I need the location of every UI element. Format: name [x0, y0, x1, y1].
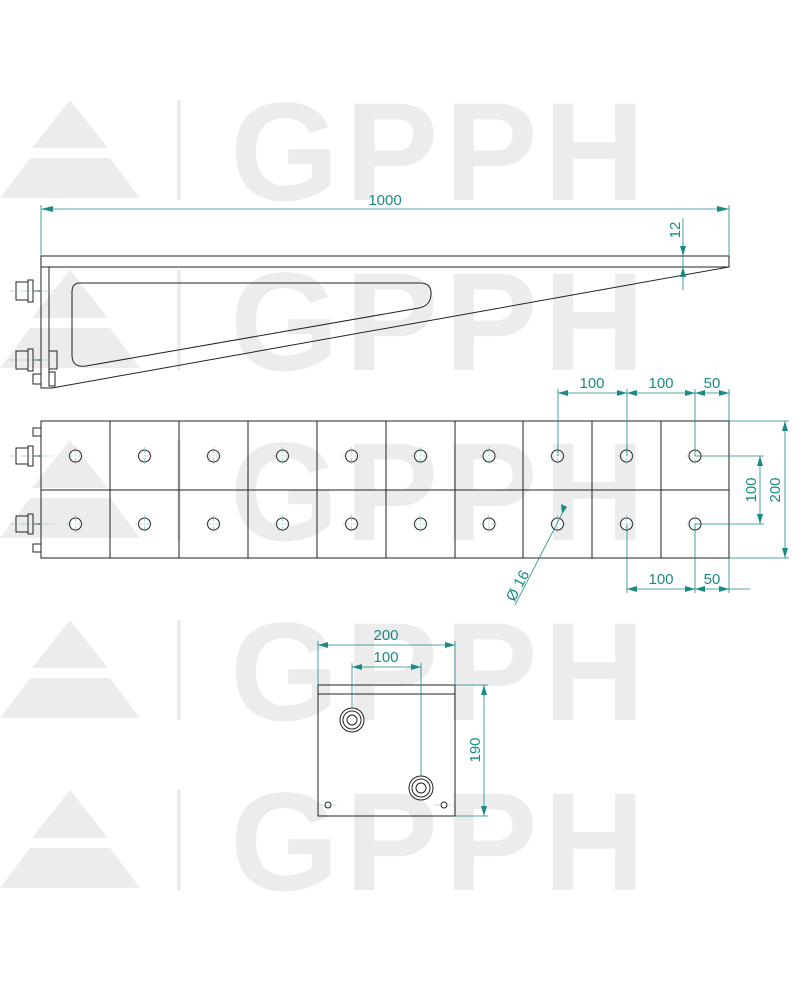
dimension-top-1: 100 — [579, 375, 604, 392]
dimension-thickness-label: 12 — [667, 222, 684, 239]
watermark-text: GPPH — [230, 73, 651, 230]
bolt-hole-icon — [273, 447, 292, 465]
hole-diameter-leader — [514, 505, 567, 606]
bolt-hole-icon — [273, 515, 292, 533]
end-view: 200 100 190 — [317, 627, 488, 817]
dimension-width: 200 — [767, 477, 784, 502]
bolt-hole-icon — [204, 515, 223, 533]
bracket-outline — [40, 255, 730, 389]
lightening-slot — [71, 282, 432, 367]
dimension-top-2: 100 — [648, 375, 673, 392]
bolt-hole-icon — [135, 515, 154, 533]
dimension-top-3: 50 — [704, 375, 721, 392]
bolt-hole-icon — [339, 707, 365, 733]
bolt-hole-icon — [204, 447, 223, 465]
bolt-hole-icon — [480, 447, 498, 465]
bolt-icon — [10, 279, 55, 303]
dimension-hole-spacing: 100 — [743, 477, 760, 502]
logo-triangle-icon — [0, 440, 140, 538]
dimension-bottom-2: 50 — [704, 571, 721, 588]
bolt-hole-icon — [411, 447, 430, 465]
end-plate-outline — [317, 684, 456, 817]
bolt-hole-icon — [66, 515, 85, 533]
dimension-length-label: 1000 — [368, 192, 401, 209]
plan-view: 100 100 50 100 50 100 200 Ø 16 — [10, 375, 789, 606]
logo-triangle-icon — [0, 100, 140, 198]
bolt-hole-icon — [408, 775, 434, 801]
bolt-hole-icon — [480, 515, 498, 533]
bolt-icon — [10, 348, 58, 387]
bolt-hole-icon — [617, 515, 636, 533]
bolt-hole-icon — [617, 447, 636, 465]
bolt-hole-icon — [342, 447, 361, 465]
end-height-label: 190 — [467, 737, 484, 762]
bolt-icon — [10, 427, 55, 553]
bolt-hole-icon — [548, 515, 567, 533]
bolt-hole-icon — [135, 447, 154, 465]
watermark-tile: GPPH — [0, 243, 651, 400]
bolt-hole-icon — [548, 447, 567, 465]
watermark-text: GPPH — [230, 763, 651, 920]
end-width-label: 200 — [373, 627, 398, 644]
watermark-tile: GPPH — [0, 73, 651, 230]
bolt-hole-icon — [342, 515, 361, 533]
watermark-tile: GPPH — [0, 763, 651, 920]
bolt-hole-icon — [411, 515, 430, 533]
watermark-text: GPPH — [230, 243, 651, 400]
side-view: 1000 12 — [10, 192, 730, 389]
watermark-text: GPPH — [230, 593, 651, 750]
end-hole-spacing-label: 100 — [373, 649, 398, 666]
watermark-tile: GPPH — [0, 593, 651, 750]
bolt-hole-icon — [66, 447, 85, 465]
watermark-text: GPPH — [230, 413, 651, 570]
logo-triangle-icon — [0, 790, 140, 888]
logo-triangle-icon — [0, 270, 140, 368]
watermark-tile: GPPH — [0, 413, 651, 570]
logo-triangle-icon — [0, 620, 140, 718]
dimension-bottom-1: 100 — [648, 571, 673, 588]
